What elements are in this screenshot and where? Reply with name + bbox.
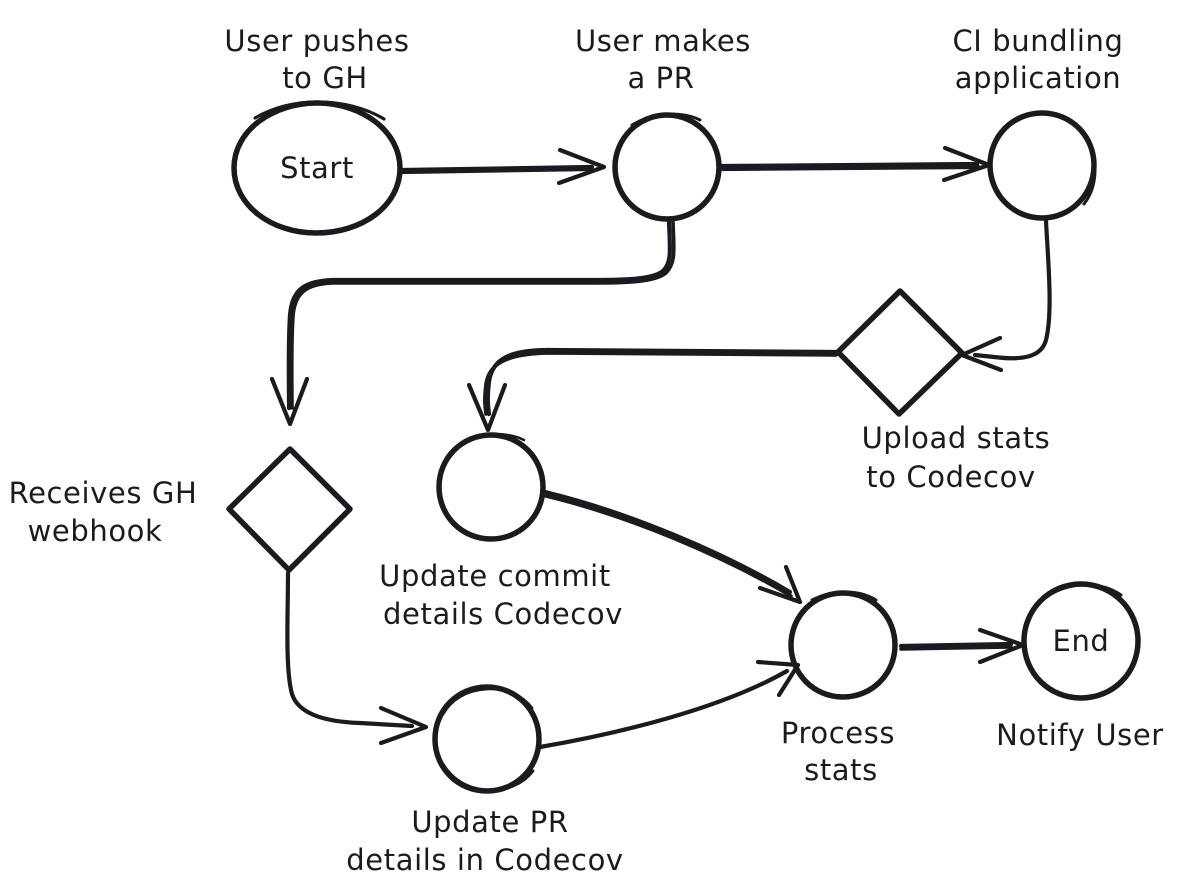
node-process-stats[interactable]: Process stats <box>781 590 898 787</box>
node-start-label-line2: to GH <box>282 61 368 95</box>
node-receives-gh-webhook[interactable]: Receives GH webhook <box>9 446 353 573</box>
node-update-pr-details[interactable]: Update PR details in Codecov <box>346 684 623 877</box>
edge-ci-bundling-to-upload-stats <box>959 218 1052 373</box>
node-end-inner-text: End <box>1053 624 1110 658</box>
edge-update-pr-details-to-process-stats <box>537 659 801 750</box>
edge-user-makes-pr-to-ci-bundling <box>719 145 992 183</box>
node-receives-gh-webhook-label-line2: webhook <box>28 514 163 548</box>
node-upload-stats-label-line1: Upload stats <box>862 421 1051 455</box>
node-user-makes-pr[interactable]: User makes a PR <box>575 24 751 222</box>
node-update-pr-details-label-line1: Update PR <box>411 805 568 839</box>
node-receives-gh-webhook-label-line1: Receives GH <box>9 476 198 510</box>
node-update-commit-details[interactable]: Update commit details Codecov <box>379 432 623 631</box>
node-start-inner-text: Start <box>280 151 354 185</box>
node-user-makes-pr-label-line1: User makes <box>575 24 751 58</box>
edge-start-to-user-makes-pr <box>398 147 607 186</box>
edge-receives-gh-webhook-to-update-pr-details <box>285 570 429 746</box>
node-ci-bundling[interactable]: CI bundling application <box>952 24 1123 221</box>
node-update-pr-details-label-line2: details in Codecov <box>346 843 623 877</box>
node-end-label-line1: Notify User <box>996 718 1164 752</box>
node-user-makes-pr-label-line2: a PR <box>627 61 694 95</box>
node-start-label-line1: User pushes <box>224 24 409 58</box>
node-process-stats-label-line1: Process <box>781 716 895 750</box>
node-ci-bundling-label-line2: application <box>955 61 1122 95</box>
node-upload-stats[interactable]: Upload stats to Codecov <box>835 288 1051 494</box>
node-process-stats-label-line2: stats <box>804 753 878 787</box>
node-ci-bundling-label-line1: CI bundling <box>952 24 1123 58</box>
edge-process-stats-to-end <box>898 627 1026 665</box>
node-update-commit-details-label-line2: details Codecov <box>383 597 623 631</box>
node-upload-stats-label-line2: to Codecov <box>866 460 1035 494</box>
node-start[interactable]: Start User pushes to GH <box>224 24 409 236</box>
edge-update-commit-details-to-process-stats <box>542 489 803 605</box>
node-end[interactable]: End Notify User <box>996 581 1164 752</box>
edge-upload-stats-to-update-commit-details <box>466 347 839 433</box>
edge-user-makes-pr-to-receives-gh-webhook <box>269 219 676 427</box>
node-update-commit-details-label-line1: Update commit <box>379 559 611 593</box>
